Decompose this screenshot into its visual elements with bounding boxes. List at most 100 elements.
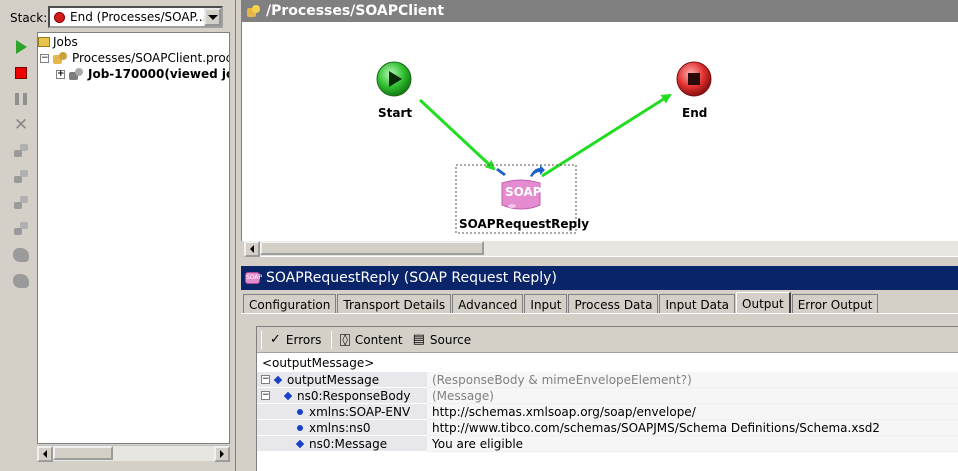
properties-tabs: Configuration Transport Details Advanced… bbox=[243, 292, 879, 314]
pause-button[interactable] bbox=[10, 86, 32, 112]
element-icon bbox=[283, 391, 293, 400]
job-tree[interactable]: Jobs − Processes/SOAPClient.proce + Job-… bbox=[37, 32, 230, 444]
input-connector-icon bbox=[496, 168, 506, 176]
table-row[interactable]: −ns0:ResponseBody (Message) bbox=[257, 388, 958, 404]
properties-title: SOAPRequestReply (SOAP Request Reply) bbox=[266, 270, 557, 286]
tree-item-label: Job-170000(viewed job) bbox=[88, 67, 229, 81]
toolbar-separator bbox=[261, 330, 262, 349]
process-canvas[interactable]: Start End SOAP SOAPRequestReply bbox=[241, 22, 958, 257]
job-icon bbox=[69, 67, 84, 81]
end-node[interactable] bbox=[676, 61, 712, 97]
tab-input-data[interactable]: Input Data bbox=[659, 294, 736, 314]
expand-icon[interactable]: + bbox=[56, 68, 65, 79]
pause-icon bbox=[15, 93, 27, 105]
tab-input[interactable]: Input bbox=[524, 294, 568, 314]
tab-process-data[interactable]: Process Data bbox=[568, 294, 659, 314]
end-label: End bbox=[682, 106, 708, 120]
dropdown-arrow-icon[interactable] bbox=[204, 8, 221, 26]
breakpoint-button[interactable] bbox=[10, 242, 32, 268]
tree-item-job[interactable]: + Job-170000(viewed job) bbox=[56, 66, 229, 82]
designer-title-bar: /Processes/SOAPClient bbox=[241, 0, 958, 22]
content-icon: ◊ bbox=[340, 332, 350, 346]
tab-configuration[interactable]: Configuration bbox=[243, 294, 337, 314]
source-button[interactable]: ▤ Source bbox=[413, 332, 472, 347]
step-button[interactable] bbox=[10, 138, 32, 164]
row-value: http://www.tibco.com/schemas/SOAPJMS/Sch… bbox=[427, 420, 958, 436]
activity-label: SOAPRequestReply bbox=[459, 217, 590, 231]
attribute-icon bbox=[297, 408, 303, 415]
scroll-track[interactable] bbox=[260, 241, 958, 256]
canvas-horizontal-scrollbar[interactable] bbox=[244, 241, 958, 257]
row-value: (ResponseBody & mimeEnvelopeElement?) bbox=[427, 372, 958, 388]
content-button[interactable]: ◊ Content bbox=[340, 332, 403, 347]
stack-select[interactable]: End (Processes/SOAP... bbox=[48, 6, 223, 28]
tree-horizontal-scrollbar[interactable] bbox=[37, 445, 230, 462]
output-toolbar: ✓ Errors ◊ Content ▤ Source bbox=[257, 327, 958, 353]
collapse-icon[interactable]: − bbox=[40, 52, 49, 63]
source-icon: ▤ bbox=[412, 332, 425, 347]
row-value: http://schemas.xmlsoap.org/soap/envelope… bbox=[427, 404, 958, 420]
step-over-button[interactable] bbox=[10, 216, 32, 242]
properties-title-bar: SOAP SOAPRequestReply (SOAP Request Repl… bbox=[241, 266, 958, 290]
element-icon bbox=[295, 439, 305, 448]
table-row[interactable]: ns0:Message You are eligible bbox=[257, 436, 958, 452]
scroll-thumb[interactable] bbox=[53, 446, 113, 460]
tab-divider bbox=[241, 313, 958, 314]
output-panel: ✓ Errors ◊ Content ▤ Source <outputMessa… bbox=[241, 314, 958, 471]
end-icon bbox=[688, 73, 700, 85]
step-into-icon bbox=[13, 170, 29, 184]
output-viewer: ✓ Errors ◊ Content ▤ Source <outputMessa… bbox=[256, 326, 958, 471]
scroll-left-icon[interactable] bbox=[37, 446, 53, 462]
kill-button[interactable]: ✕ bbox=[10, 112, 32, 138]
soap-activity-icon[interactable] bbox=[501, 179, 541, 210]
disabled-icon bbox=[13, 274, 29, 288]
row-name: xmlns:SOAP-ENV bbox=[309, 404, 411, 419]
soap-icon: SOAP bbox=[245, 272, 262, 284]
row-value: (Message) bbox=[427, 388, 958, 404]
row-name: xmlns:ns0 bbox=[309, 420, 371, 435]
disabled-button[interactable] bbox=[10, 268, 32, 294]
tab-transport-details[interactable]: Transport Details bbox=[337, 294, 452, 314]
table-row[interactable]: xmlns:ns0 http://www.tibco.com/schemas/S… bbox=[257, 420, 958, 436]
table-row[interactable]: xmlns:SOAP-ENV http://schemas.xmlsoap.or… bbox=[257, 404, 958, 420]
toolbar-separator bbox=[331, 330, 333, 349]
run-button[interactable] bbox=[10, 34, 32, 60]
output-tree-table[interactable]: − outputMessage (ResponseBody & mimeEnvel… bbox=[257, 372, 958, 452]
transition-start-to-soap[interactable] bbox=[418, 98, 496, 171]
transition-soap-to-end[interactable] bbox=[541, 93, 672, 178]
scroll-left-icon[interactable] bbox=[244, 241, 260, 257]
process-icon bbox=[53, 51, 68, 65]
attribute-icon bbox=[297, 424, 303, 431]
tree-item-jobs[interactable]: Jobs bbox=[38, 34, 78, 50]
soap-icon-text: SOAP bbox=[505, 185, 542, 199]
breakpoint-icon bbox=[13, 248, 29, 262]
scroll-thumb[interactable] bbox=[260, 241, 484, 255]
row-name: ns0:Message bbox=[309, 436, 388, 451]
row-value: You are eligible bbox=[427, 436, 958, 452]
output-connector-icon bbox=[530, 165, 545, 177]
tree-item-label: Processes/SOAPClient.proce bbox=[72, 51, 230, 65]
start-node[interactable] bbox=[376, 61, 412, 97]
step-out-icon bbox=[13, 196, 29, 210]
process-icon bbox=[247, 4, 261, 18]
stop-icon bbox=[15, 67, 27, 79]
tab-advanced[interactable]: Advanced bbox=[452, 294, 524, 314]
stop-button[interactable] bbox=[10, 60, 32, 86]
tab-error-output[interactable]: Error Output bbox=[791, 294, 879, 314]
kill-icon: ✕ bbox=[13, 114, 29, 135]
process-diagram bbox=[376, 61, 712, 234]
element-icon bbox=[273, 375, 283, 384]
table-row[interactable]: − outputMessage (ResponseBody & mimeEnvel… bbox=[257, 372, 958, 388]
xml-path: <outputMessage> bbox=[262, 356, 375, 370]
errors-button[interactable]: ✓ Errors bbox=[270, 332, 321, 347]
step-out-button[interactable] bbox=[10, 190, 32, 216]
collapse-icon[interactable]: − bbox=[261, 390, 270, 400]
scroll-right-icon[interactable] bbox=[214, 446, 230, 462]
scroll-track[interactable] bbox=[53, 446, 214, 461]
collapse-icon[interactable]: − bbox=[261, 374, 270, 384]
tree-item-process[interactable]: − Processes/SOAPClient.proce bbox=[40, 50, 230, 66]
tab-output[interactable]: Output bbox=[736, 292, 791, 314]
step-into-button[interactable] bbox=[10, 164, 32, 190]
run-icon bbox=[15, 40, 27, 54]
row-name: outputMessage bbox=[287, 372, 380, 387]
